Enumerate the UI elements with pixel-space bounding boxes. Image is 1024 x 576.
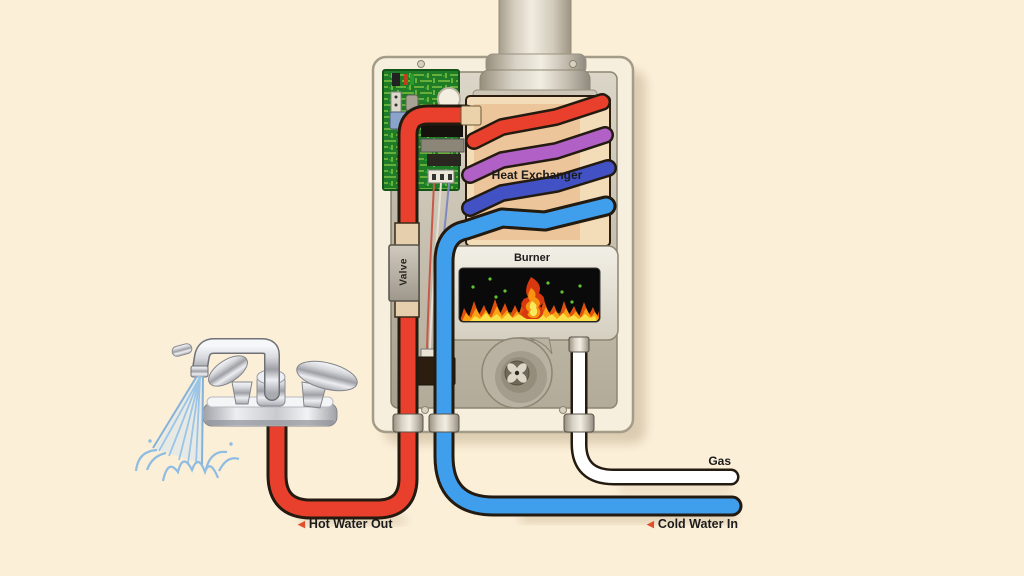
- coil-red: [467, 95, 609, 148]
- burner-label: Burner: [513, 252, 551, 264]
- left-arrow-icon: ◀: [647, 519, 654, 529]
- sparks: [471, 277, 582, 304]
- heat-exchanger-label: Heat Exchanger: [491, 168, 583, 182]
- hot-water-out-text: Hot Water Out: [308, 517, 393, 531]
- cold-water-in-label: ◀ Cold Water In: [647, 517, 738, 531]
- exhaust-vent-pipe: [498, 0, 572, 59]
- cold-water-pipe: [433, 195, 743, 517]
- exchanger-inlet-fitting: [460, 105, 482, 126]
- gas-pipe: [570, 337, 740, 486]
- faucet-spout: [193, 339, 279, 400]
- pipe-shadow: [620, 487, 732, 492]
- faucet: [171, 338, 358, 427]
- case-screws: [417, 60, 577, 414]
- hot-water-pipe: [266, 104, 477, 520]
- chip: [420, 138, 465, 153]
- fan-hub: [507, 363, 527, 383]
- faucet-diverter: [171, 343, 193, 357]
- hot-water-out-label: ◀ Hot Water Out: [298, 517, 392, 531]
- valve-body: [388, 244, 420, 302]
- valve-assembly: [388, 222, 420, 318]
- pipe-shadow: [300, 517, 405, 523]
- circuit-board: [382, 69, 465, 191]
- cold-water-in-text: Cold Water In: [657, 517, 739, 531]
- water-spray: [134, 375, 240, 482]
- faucet-handle-right: [296, 360, 358, 392]
- water-splash: [134, 448, 240, 482]
- left-arrow-icon: ◀: [298, 519, 305, 529]
- gas-label: Gas: [708, 454, 731, 468]
- exchanger-coils: [461, 93, 617, 217]
- gas-fitting: [568, 336, 590, 353]
- valve-label: Valve: [398, 258, 410, 286]
- faucet-aerator: [190, 365, 209, 378]
- fan-blower: [481, 337, 553, 409]
- faucet-handle-left: [208, 355, 248, 387]
- flames: [460, 277, 599, 321]
- pipe-shadow: [520, 514, 735, 521]
- burner-assembly: [445, 245, 619, 341]
- coil-purple: [463, 128, 612, 182]
- coil-indigo: [463, 161, 615, 215]
- chip: [421, 124, 463, 137]
- pipe-couplings: [392, 413, 595, 433]
- chip: [427, 154, 461, 166]
